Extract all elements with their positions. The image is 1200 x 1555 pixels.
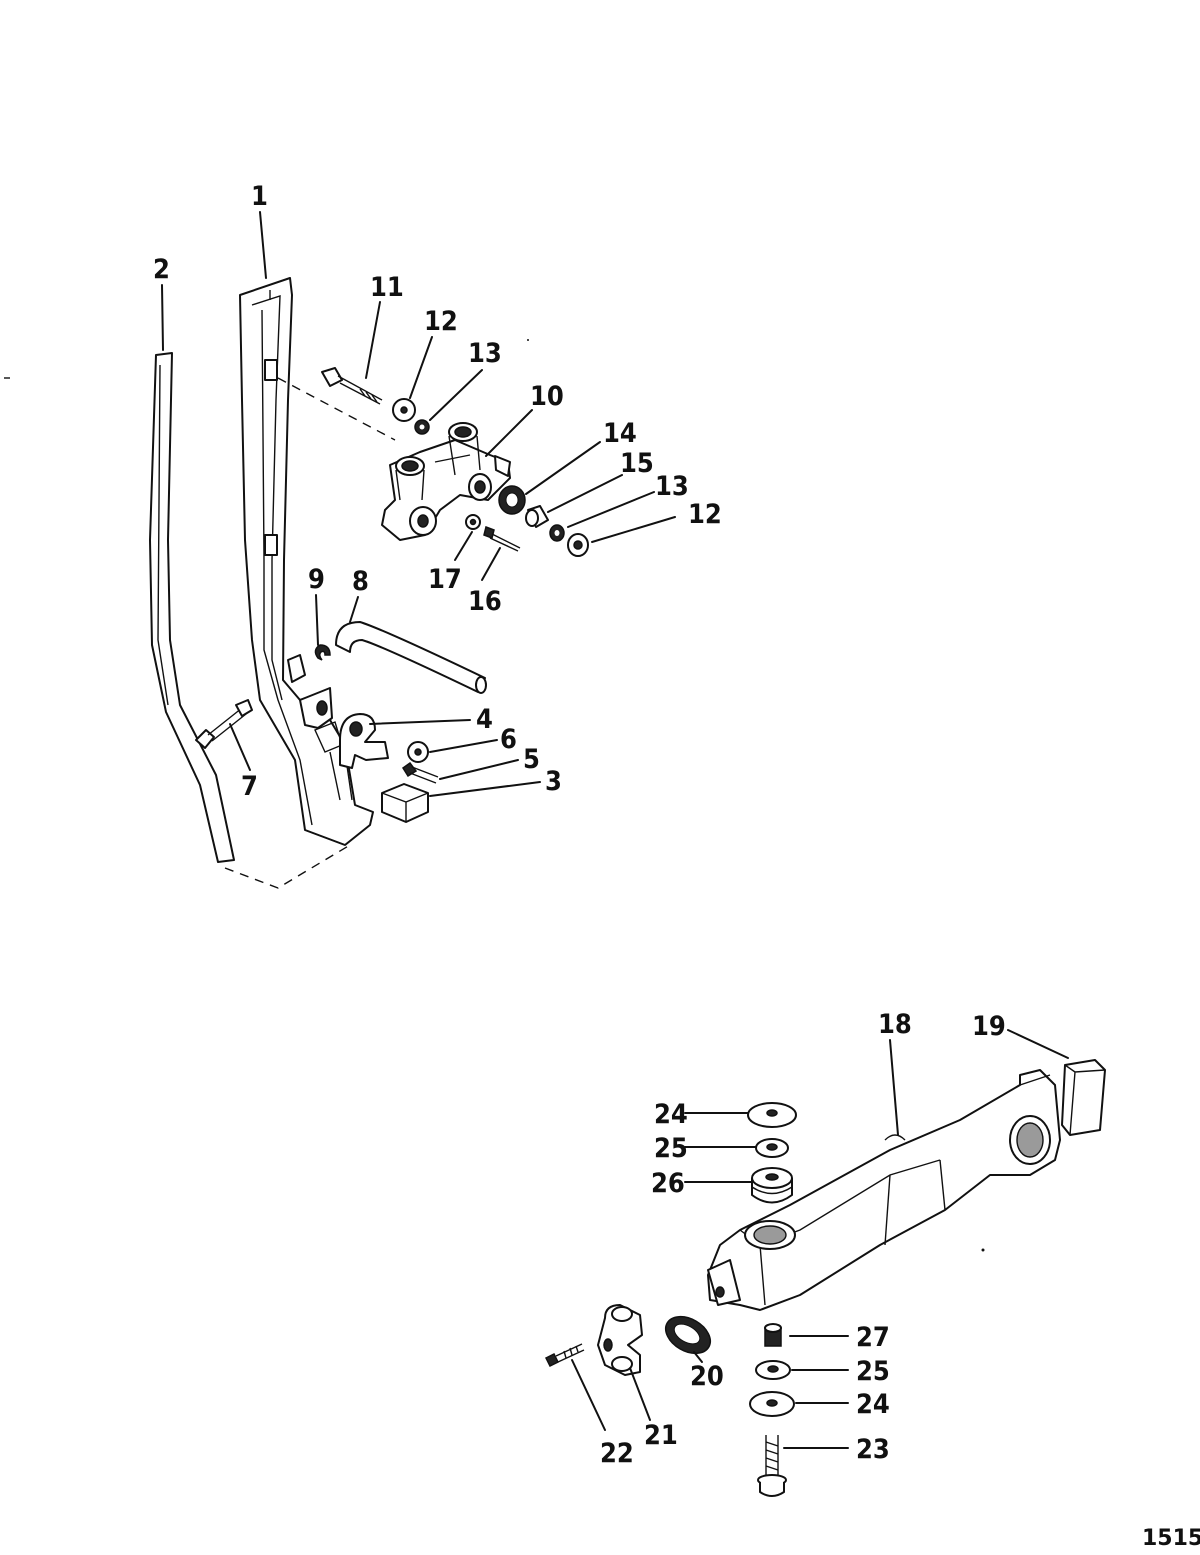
callout-24-lower: 24: [856, 1389, 890, 1420]
part-16-screw: [483, 526, 521, 552]
part-12-washer-lower: [567, 533, 589, 557]
part-2-strip: [149, 352, 235, 863]
callout-14: 14: [603, 418, 637, 449]
callout-22: 22: [600, 1438, 634, 1469]
part-25-washer-upper: [755, 1138, 789, 1158]
callout-21: 21: [644, 1420, 678, 1451]
callout-5: 5: [523, 744, 540, 775]
callout-1: 1: [251, 181, 268, 212]
callout-7: 7: [241, 771, 258, 802]
figure-number: 15152: [1142, 1526, 1200, 1551]
part-11-bolt: [321, 367, 383, 405]
callout-11: 11: [370, 272, 404, 303]
callout-12-upper: 12: [424, 306, 458, 337]
part-10-clamp-assembly: [381, 422, 511, 541]
stray-dot-2: [981, 1248, 985, 1252]
callout-25-upper: 25: [654, 1133, 688, 1164]
part-24-washer-lower: [749, 1391, 795, 1417]
callout-9: 9: [308, 564, 325, 595]
part-27-nut: [764, 1323, 782, 1347]
alignment-line-bracket-bottom: [224, 844, 351, 889]
part-19-pad: [1061, 1059, 1106, 1136]
callout-26: 26: [651, 1168, 685, 1199]
callout-6: 6: [500, 724, 517, 755]
part-14-bushing: [498, 485, 526, 515]
part-12-washer-upper: [392, 398, 416, 422]
callout-20: 20: [690, 1361, 724, 1392]
part-13-nut-upper: [414, 419, 430, 435]
part-25-washer-lower: [755, 1360, 791, 1380]
leader-lines: [161, 211, 1069, 1449]
part-4-clip-bracket: [339, 713, 389, 769]
callout-2: 2: [153, 254, 170, 285]
part-1-bracket: [239, 277, 374, 846]
part-17-washer: [465, 514, 481, 530]
callout-19: 19: [972, 1011, 1006, 1042]
callout-27: 27: [856, 1322, 890, 1353]
callout-3: 3: [545, 766, 562, 797]
part-23-screw: [757, 1435, 787, 1497]
callout-23: 23: [856, 1434, 890, 1465]
part-8-rod: [335, 621, 487, 694]
part-6-washer: [407, 741, 429, 763]
callout-16: 16: [468, 586, 502, 617]
callout-8: 8: [352, 566, 369, 597]
part-7-pin: [195, 699, 253, 749]
callout-18: 18: [878, 1009, 912, 1040]
callout-25-lower: 25: [856, 1356, 890, 1387]
part-26-grommet: [751, 1167, 793, 1204]
callout-labels: 1 2 3 4 5 6 7 8 9 10 11 12 12 13 13 14 1…: [153, 181, 1006, 1469]
stray-dot: [527, 339, 529, 341]
callout-17: 17: [428, 564, 462, 595]
part-13-nut-lower: [549, 524, 565, 542]
part-22-screw: [544, 1343, 585, 1368]
callout-24-upper: 24: [654, 1099, 688, 1130]
part-20-bushing: [664, 1315, 712, 1355]
callout-4: 4: [476, 704, 493, 735]
part-24-washer-upper: [747, 1102, 797, 1128]
callout-10: 10: [530, 381, 564, 412]
part-3-pad: [381, 783, 429, 823]
part-9-clip: [314, 644, 331, 661]
callout-12-lower: 12: [688, 499, 722, 530]
part-15-sleeve: [525, 505, 549, 528]
part-21-clamp: [597, 1304, 643, 1376]
part-5-screw: [401, 761, 439, 784]
callout-15: 15: [620, 448, 654, 479]
alignment-line-bracket-top: [277, 377, 396, 441]
callout-13-upper: 13: [468, 338, 502, 369]
part-18-swivel-arm: [707, 1069, 1061, 1311]
callout-13-lower: 13: [655, 471, 689, 502]
